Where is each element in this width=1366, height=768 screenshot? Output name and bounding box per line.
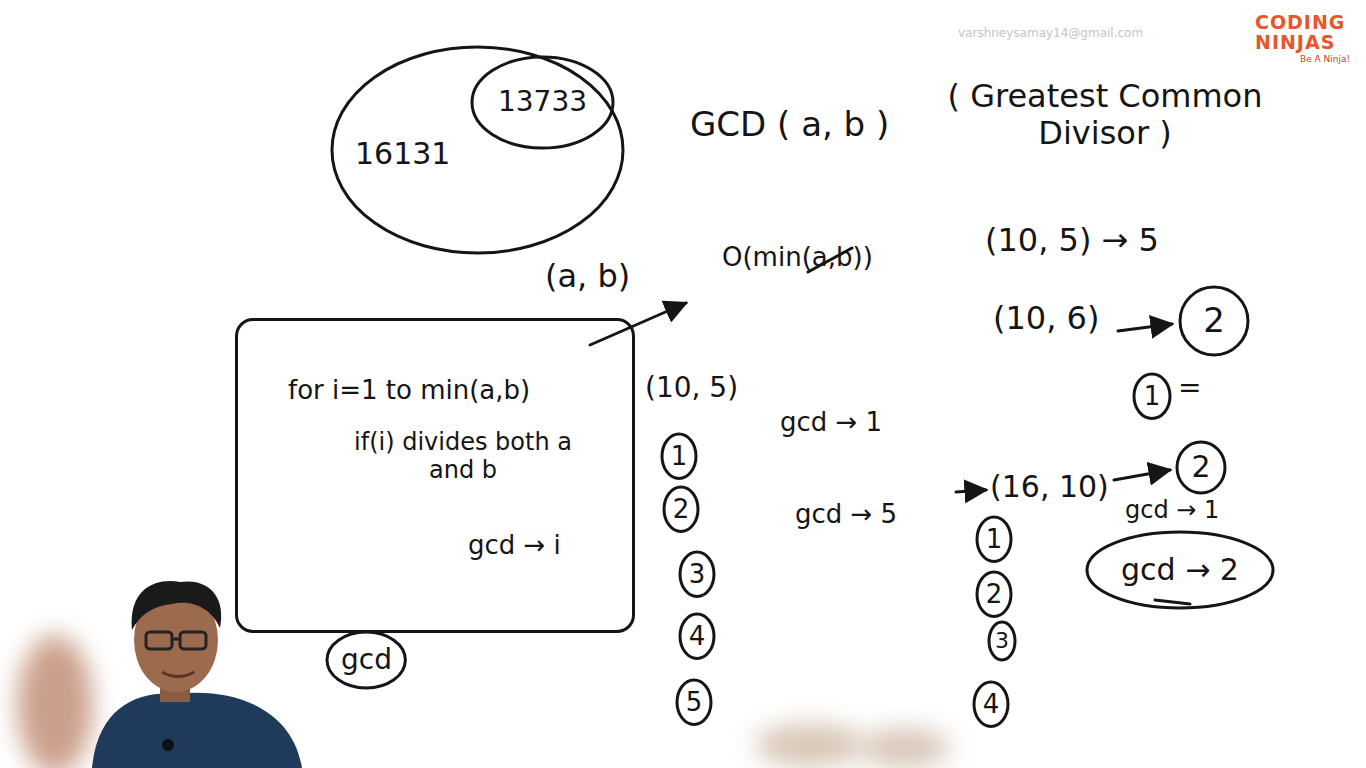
circled-word: gcd [325,630,408,690]
circled-number: 2 [662,485,700,534]
circled-number: 4 [678,612,716,661]
node-text: 2 [673,495,690,525]
outline-ellipse [662,434,696,478]
outline-ellipse [664,487,698,531]
node-text: 2 [986,580,1003,610]
circled-answer: 2 [1175,440,1227,495]
algorithm-box: for i=1 to min(a,b) if(i) divides both a … [235,318,635,633]
node-text: 1 [1144,382,1161,412]
node-text: for i=1 to min(a,b) [288,376,530,406]
definition-note: ( Greatest Common Divisor ) [945,78,1265,152]
node-text: 13733 [498,86,587,118]
circled-number: 3 [678,550,716,599]
equals-mark: = [1178,372,1201,404]
example-note: (10, 5) [645,372,738,404]
outline-ellipse [989,622,1015,660]
node-text: 3 [689,560,706,590]
outline-ellipse [974,682,1008,726]
circled-number: 1 [1132,372,1172,421]
node-text: gcd [341,644,392,676]
circled-number: 5 [675,678,713,727]
outline-ellipse [1134,374,1170,418]
outline-ellipse [677,680,711,724]
answer-ellipse: gcd → 2 [1085,530,1275,610]
circled-number: 2 [975,570,1013,619]
trace-note: gcd → 5 [795,500,897,530]
circled-number: 1 [975,515,1013,564]
circled-number: 4 [972,680,1010,729]
presenter [92,581,302,768]
number-ellipse: 13733 [470,55,615,150]
node-text: 4 [689,622,706,652]
number-ellipse: 16131 13733 [330,45,625,255]
outline-ellipse [680,552,714,596]
logo-tagline: Be A Ninja! [1300,54,1350,64]
node-text: 16131 [355,137,450,172]
complexity-note: O(min(a,b)) [722,243,873,273]
node-text: 5 [686,688,703,718]
trace-note: gcd → 1 [780,408,882,438]
node-text: 4 [983,690,1000,720]
circled-answer: 2 [1178,285,1250,357]
outline-ellipse [680,614,714,658]
node-text: 2 [1191,450,1210,485]
outline-ellipse [977,572,1011,616]
node-text: 1 [986,525,1003,555]
logo-text: CODING [1255,12,1345,34]
example-note: (10, 6) [993,300,1099,337]
outline-ellipse [977,517,1011,561]
outline-ellipse [1087,532,1273,608]
outline-ellipse [332,47,623,253]
node-text: 1 [671,442,688,472]
outline-ellipse [327,632,405,688]
node-text: gcd → i [468,531,561,561]
logo-text: NINJAS [1255,32,1335,54]
example-note: (16, 10) [990,470,1109,505]
node-text: gcd → 2 [1121,553,1239,588]
outline-ellipse [1177,442,1225,493]
trace-note: gcd → 1 [1125,497,1219,525]
outline-ellipse [472,57,613,148]
watermark: varshneysamay14@gmail.com [958,27,1143,41]
circled-number: 3 [987,620,1017,662]
heading-note: GCD ( a, b ) [690,105,889,144]
input-note: (a, b) [545,258,630,295]
circled-number: 1 [660,432,698,481]
outline-ellipse [1180,287,1248,355]
node-text: if(i) divides both a and b [333,429,593,484]
node-text: 3 [995,628,1009,653]
example-note: (10, 5) → 5 [985,222,1159,259]
node-text: 2 [1203,301,1225,340]
